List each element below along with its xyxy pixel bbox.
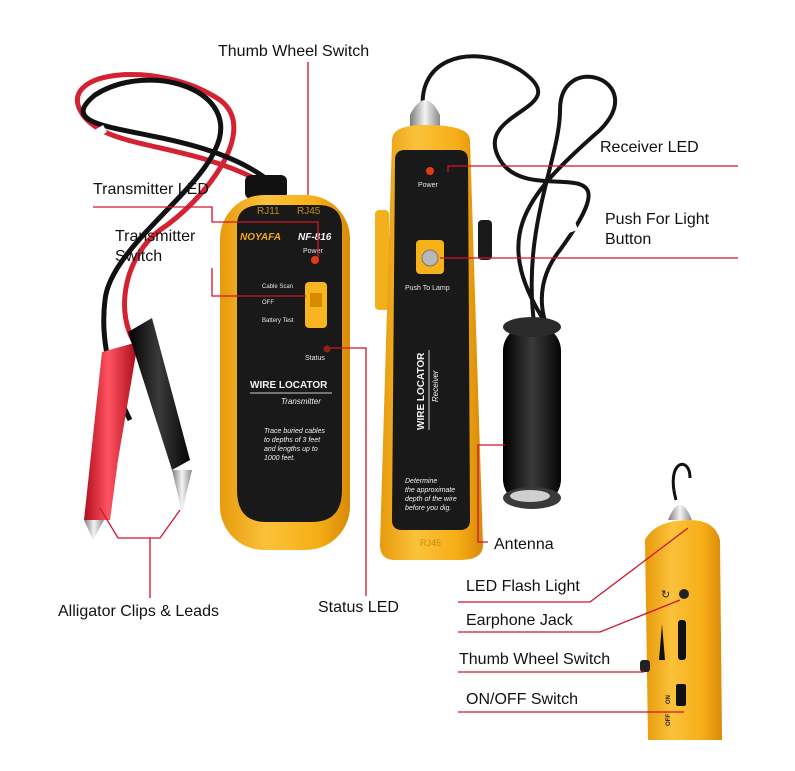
- side-off-label: OFF: [666, 714, 672, 726]
- tx-description-line: and lengths up to: [264, 446, 318, 453]
- flash-symbol-icon: ↻: [661, 589, 670, 601]
- antenna-probe: [503, 317, 561, 509]
- tx-status-label: Status: [305, 355, 325, 362]
- rx-bottom-port: RJ45: [420, 538, 441, 548]
- leader-lines: [93, 62, 738, 713]
- callout-line: Switch: [115, 248, 163, 265]
- status-led: [323, 345, 331, 353]
- rx-description-line: before you dig.: [405, 505, 451, 512]
- callout-earphone-jack: Earphone Jack: [466, 612, 573, 629]
- callout-line: Transmitter: [115, 228, 196, 245]
- tx-power-label: Power: [303, 248, 324, 255]
- tx-switch-cable-scan: Cable Scan: [262, 284, 293, 290]
- transmitter-unit: RJ11 RJ45 NOYAFA NF-816 Power Cable Scan…: [220, 175, 350, 550]
- callout-push-for-light: Push For Light Button: [605, 210, 709, 250]
- tx-port-rj45: RJ45: [297, 206, 321, 217]
- transmitter-led: [311, 256, 319, 264]
- tx-description-line: 1000 feet.: [264, 455, 295, 462]
- callout-led-flash-light: LED Flash Light: [466, 578, 580, 595]
- callout-thumb-wheel-top: Thumb Wheel Switch: [218, 43, 370, 60]
- side-on-label: ON: [666, 695, 672, 704]
- callout-alligator-clips: Alligator Clips & Leads: [58, 603, 219, 620]
- receiver-unit: Power Push To Lamp WIRE LOCATOR Receiver…: [375, 100, 492, 560]
- tx-description-line: to depths of 3 feet: [264, 437, 321, 444]
- receiver-side-view: ↻ ON OFF: [640, 462, 722, 740]
- tx-port-rj11: RJ11: [257, 206, 280, 217]
- callout-thumb-wheel-side: Thumb Wheel Switch: [459, 651, 611, 668]
- tx-title: WIRE LOCATOR: [250, 380, 328, 391]
- rx-description-line: Determine: [405, 478, 437, 485]
- tx-description-line: Trace buried cables: [264, 428, 325, 435]
- rx-push-to-lamp-label: Push To Lamp: [405, 285, 450, 292]
- callout-transmitter-led: Transmitter LED: [93, 181, 209, 198]
- earphone-jack: [678, 620, 686, 660]
- callout-line: Button: [605, 231, 652, 248]
- callout-status-led: Status LED: [318, 599, 399, 616]
- test-leads: [75, 72, 270, 422]
- callout-transmitter-switch: Transmitter Switch: [115, 227, 195, 267]
- rx-title: WIRE LOCATOR: [416, 352, 427, 430]
- callout-on-off-switch: ON/OFF Switch: [466, 691, 579, 708]
- black-alligator-clip: [128, 318, 192, 512]
- thumb-wheel-side[interactable]: [640, 660, 650, 672]
- callout-antenna: Antenna: [494, 536, 554, 553]
- tx-model: NF-816: [298, 232, 332, 243]
- on-off-switch[interactable]: [676, 684, 686, 706]
- svg-text:Determine the approximat: Determine the approximate depth of the w…: [405, 478, 459, 512]
- led-flash-light: [679, 589, 689, 599]
- rx-power-label: Power: [418, 182, 439, 189]
- rx-subtitle: Receiver: [431, 370, 440, 402]
- rx-description-line: the approximate: [405, 487, 455, 494]
- callout-line: Push For Light: [605, 211, 710, 228]
- antenna-cable: [420, 54, 617, 337]
- push-to-lamp-button[interactable]: [421, 249, 439, 267]
- red-alligator-clip: [84, 342, 138, 540]
- svg-text:Trace buried cables to d: Trace buried cables to depths of 3 feet …: [264, 428, 327, 462]
- tx-subtitle: Transmitter: [281, 397, 321, 406]
- tx-brand: NOYAFA: [240, 232, 281, 243]
- receiver-led: [426, 167, 434, 175]
- tx-switch-off: OFF: [262, 300, 274, 306]
- tx-switch-battery-test: Battery Test: [262, 318, 294, 324]
- rx-description-line: depth of the wire: [405, 496, 457, 503]
- callout-receiver-led: Receiver LED: [600, 139, 699, 156]
